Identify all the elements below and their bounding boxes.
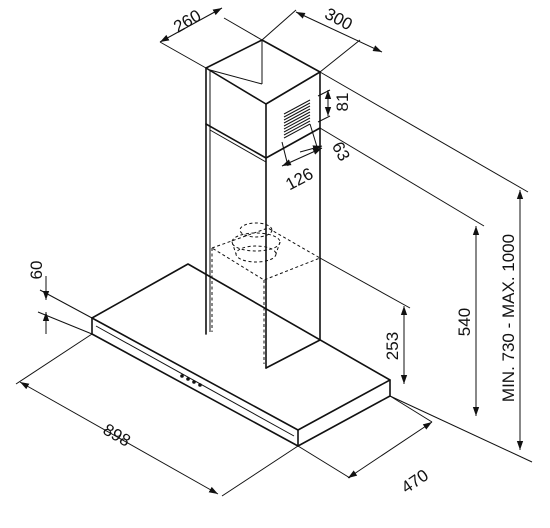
label-chimney-base-height: 253 xyxy=(383,332,402,360)
dim-line-63 xyxy=(299,145,323,153)
label-chimney-depth: 260 xyxy=(170,6,204,37)
dimension-lines xyxy=(19,7,524,495)
label-canopy-thickness: 60 xyxy=(27,261,46,280)
dim-line-470 xyxy=(347,421,433,479)
dim-line-260 xyxy=(159,7,223,43)
label-chimney-width: 300 xyxy=(322,4,356,34)
dimension-labels: 260 300 81 126 63 60 253 540 MIN. 730 - … xyxy=(27,4,518,497)
hidden-motor-lines xyxy=(211,222,322,364)
chimney xyxy=(205,39,321,369)
label-canopy-width: 898 xyxy=(100,420,134,451)
label-total-height-fixed: 540 xyxy=(455,308,474,336)
dim-line-126 xyxy=(281,147,323,167)
label-vent-height: 81 xyxy=(333,93,352,112)
canopy xyxy=(91,263,391,447)
label-vent-offset: 63 xyxy=(328,139,354,165)
dim-line-300 xyxy=(295,11,383,53)
vent-grille xyxy=(283,99,311,139)
label-total-height-range: MIN. 730 - MAX. 1000 xyxy=(499,234,518,402)
label-canopy-depth: 470 xyxy=(398,466,432,498)
dim-line-898 xyxy=(19,381,219,495)
label-vent-width: 126 xyxy=(282,164,316,194)
